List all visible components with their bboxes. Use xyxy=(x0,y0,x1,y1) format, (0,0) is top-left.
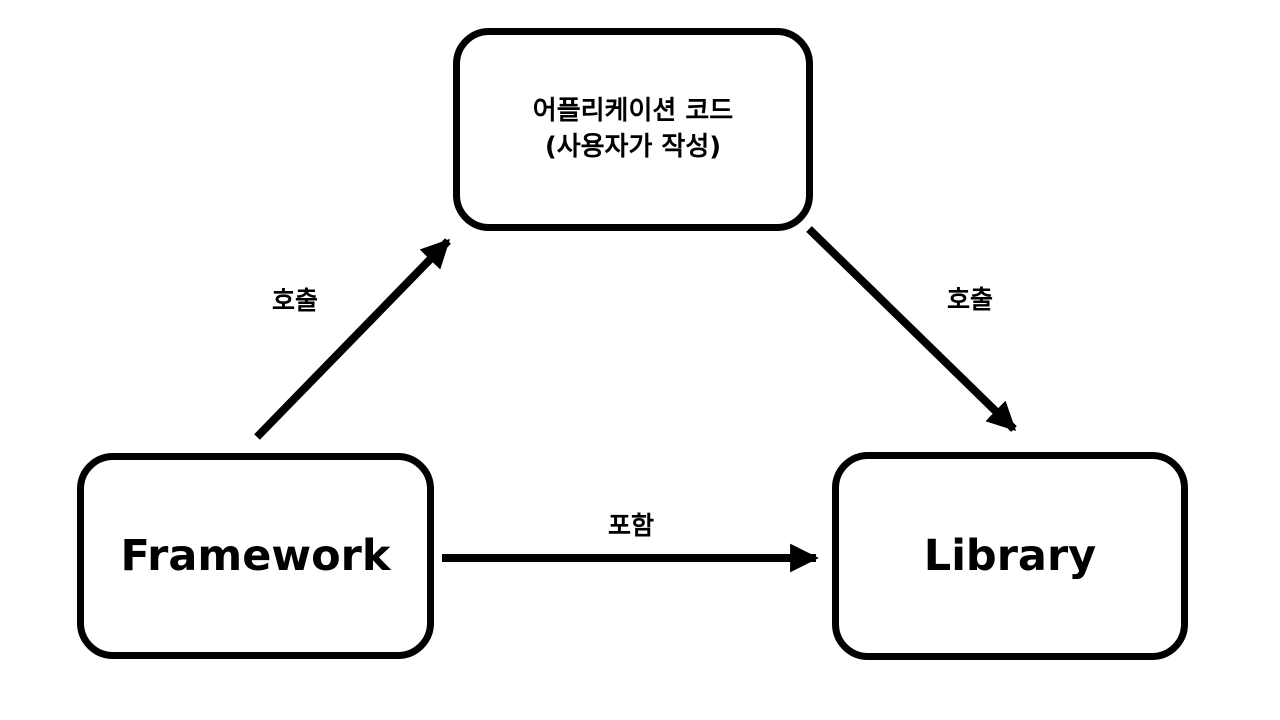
application-code-label: 어플리케이션 코드 (사용자가 작성) xyxy=(533,94,733,164)
edge-label-framework-to-library: 포함 xyxy=(607,511,655,540)
framework-label: Framework xyxy=(120,531,391,581)
node-application-code: 어플리케이션 코드 (사용자가 작성) xyxy=(453,28,813,231)
application-code-label-line1: 어플리케이션 코드 xyxy=(532,96,734,127)
arrow-app-to-library xyxy=(806,226,1017,432)
node-library: Library xyxy=(832,452,1188,660)
library-label: Library xyxy=(923,531,1097,581)
arrow-framework-to-app xyxy=(254,238,451,440)
edge-label-framework-to-app: 호출 xyxy=(271,286,319,315)
edge-label-app-to-library: 호출 xyxy=(946,285,994,314)
node-framework: Framework xyxy=(77,453,434,659)
application-code-label-line2: (사용자가 작성) xyxy=(544,131,722,162)
